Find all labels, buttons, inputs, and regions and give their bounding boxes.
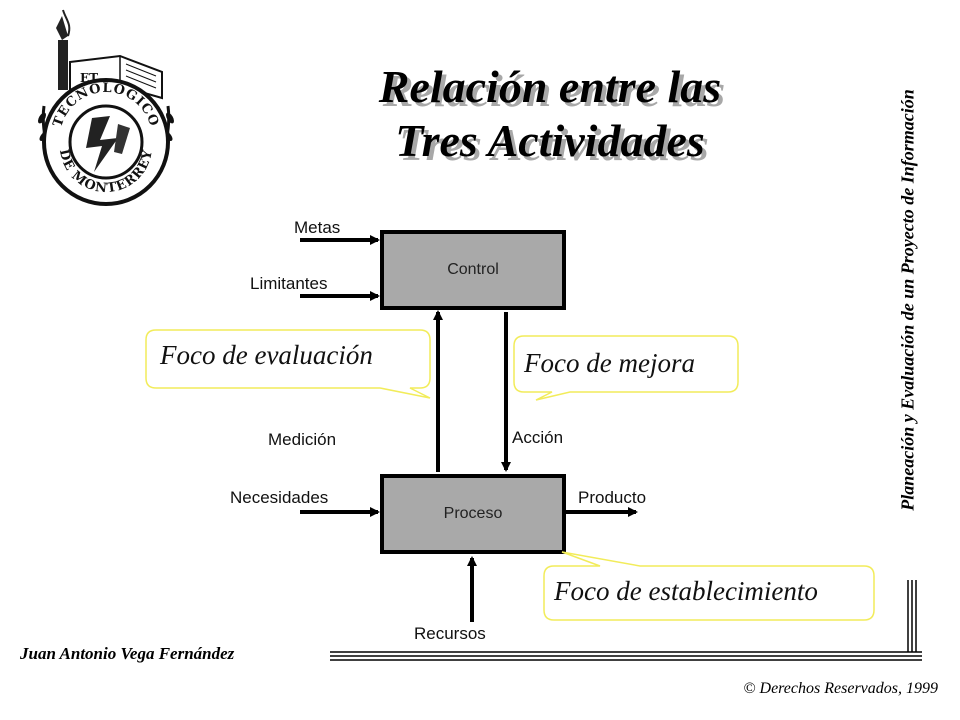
callout-mejora-text: Foco de mejora: [524, 348, 695, 378]
author-name: Juan Antonio Vega Fernández: [20, 644, 235, 663]
sidebar-rule: [907, 580, 917, 652]
label-necesidades: Necesidades: [230, 488, 329, 507]
sidebar-title-text: Planeación y Evaluación de un Proyecto d…: [897, 89, 918, 511]
callout-establecimiento-bubble: [543, 551, 875, 621]
control-box-label: Control: [447, 261, 499, 278]
process-box-label: Proceso: [443, 505, 503, 522]
slide-title: Relación entre las Tres Actividades: [300, 60, 800, 168]
process-box: [380, 474, 566, 554]
label-producto: Producto: [578, 488, 647, 507]
label-medicion: Medición: [268, 430, 337, 449]
label-metas: Metas: [294, 218, 341, 237]
tec-monterrey-logo: ET TECNOLOGICO DE MONTERREY: [38, 9, 174, 206]
control-box: [380, 230, 566, 310]
callout-establecimiento-text: Foco de establecimiento: [554, 576, 818, 606]
label-limitantes: Limitantes: [250, 274, 328, 293]
label-accion: Acción: [512, 428, 564, 447]
callout-evaluacion-text: Foco de evaluación: [160, 340, 373, 370]
copyright-notice: © Derechos Reservados, 1999: [743, 680, 938, 697]
title-line-1: Relación entre las: [378, 61, 722, 112]
label-recursos: Recursos: [414, 624, 486, 643]
title-line-2: Tres Actividades: [395, 115, 705, 166]
callout-mejora-bubble: [513, 335, 739, 401]
author-rule: [330, 651, 922, 661]
callout-evaluacion-bubble: [145, 329, 431, 399]
